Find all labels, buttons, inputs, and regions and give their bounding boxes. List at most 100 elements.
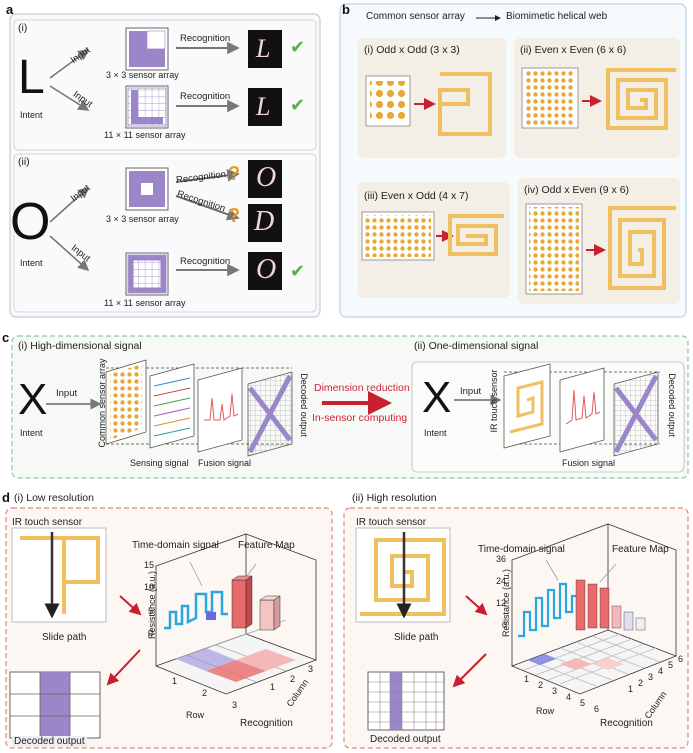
col-tick: 2 bbox=[290, 674, 296, 684]
question-icon: ? bbox=[228, 163, 241, 185]
callout-line bbox=[189, 561, 203, 587]
case-iv-label: (iv) Odd x Even (9 x 6) bbox=[524, 184, 630, 196]
decoded-x bbox=[613, 374, 659, 454]
panel-d-letter: d bbox=[2, 490, 10, 505]
header-right: Biomimetic helical web bbox=[506, 11, 608, 22]
intent-label: Intent bbox=[20, 258, 43, 268]
slide-path-label: Slide path bbox=[42, 632, 87, 643]
row-tick: 2 bbox=[202, 688, 208, 698]
red-arrow bbox=[465, 595, 488, 616]
callout-line bbox=[599, 563, 617, 583]
fusion-signal-label: Fusion signal bbox=[562, 458, 616, 468]
y-tick: 10 bbox=[144, 582, 155, 592]
red-arrow bbox=[119, 595, 142, 616]
panel-a-i-box bbox=[13, 19, 317, 151]
heat-cell bbox=[560, 658, 592, 670]
y-tick: 15 bbox=[144, 560, 155, 570]
sensor-array-3x3 bbox=[125, 27, 169, 71]
y-tick: 5 bbox=[148, 606, 154, 616]
case-ii-label: (ii) Even x Even (6 x 6) bbox=[520, 44, 627, 56]
sensor-array-3x3 bbox=[125, 167, 169, 211]
question-icon: ? bbox=[228, 205, 241, 227]
array-3x3-label: 3 × 3 sensor array bbox=[106, 70, 179, 80]
time-domain-label: Time-domain signal bbox=[478, 544, 565, 555]
row-tick: 6 bbox=[594, 704, 600, 714]
decoded-output-label: Decoded output bbox=[370, 734, 441, 745]
red-arrow bbox=[106, 649, 141, 686]
output-letter-L: L bbox=[256, 34, 271, 63]
output-tile bbox=[248, 252, 282, 290]
helical-web bbox=[608, 206, 676, 290]
row-axis-label: Row bbox=[186, 710, 205, 720]
fusion-signal-layer bbox=[197, 367, 243, 453]
time-domain-signal bbox=[164, 590, 228, 630]
recognition-label: Recognition bbox=[600, 718, 653, 729]
callout-line bbox=[243, 563, 257, 581]
input-arrow bbox=[49, 235, 90, 272]
recognition-arrow bbox=[175, 195, 240, 221]
row-tick: 1 bbox=[172, 676, 178, 686]
panel-d-sub-ii: (ii) High resolution bbox=[352, 492, 437, 504]
output-letter-D: D bbox=[254, 206, 275, 237]
intent-letter-X: X bbox=[18, 375, 48, 424]
heat-cell bbox=[528, 654, 556, 665]
in-sensor-computing-label: In-sensor computing bbox=[312, 412, 408, 424]
heat-cell bbox=[176, 648, 236, 671]
row-tick: 5 bbox=[580, 698, 586, 708]
feature-bar bbox=[259, 595, 281, 631]
row-tick: 4 bbox=[566, 692, 572, 702]
panel-b-letter: b bbox=[342, 2, 350, 17]
panel-c-sub-i: (i) High-dimensional signal bbox=[18, 340, 142, 352]
panel-a-letter: a bbox=[6, 2, 14, 17]
panel-a-ii-box bbox=[13, 153, 317, 313]
fusion-signal-layer bbox=[559, 367, 605, 453]
heat-cell bbox=[236, 649, 296, 671]
sub-i-label: (i) bbox=[18, 22, 28, 34]
callout-line bbox=[545, 559, 559, 581]
array-11x11-label: 11 × 11 sensor array bbox=[104, 298, 186, 308]
input-arrow bbox=[49, 49, 90, 79]
decoded-output-label: Decoded output bbox=[667, 373, 677, 437]
recognition-arrow bbox=[175, 169, 240, 183]
feature-map-label: Feature Map bbox=[612, 544, 669, 555]
output-letter-L: L bbox=[256, 92, 271, 121]
intent-label: Intent bbox=[20, 428, 43, 438]
ir-sensor-layer bbox=[503, 363, 551, 449]
input-arrow bbox=[49, 85, 90, 111]
col-tick: 5 bbox=[668, 660, 674, 670]
output-tile bbox=[248, 204, 282, 242]
sub-ii-label: (ii) bbox=[18, 156, 30, 168]
row-tick: 1 bbox=[524, 674, 530, 684]
ir-touch-sensor-label: IR touch sensor bbox=[356, 517, 427, 528]
intent-letter-X: X bbox=[422, 373, 452, 422]
input-arrow bbox=[49, 186, 90, 223]
col-tick: 3 bbox=[648, 672, 654, 682]
sensing-signal-label: Sensing signal bbox=[130, 458, 189, 468]
col-tick: 4 bbox=[658, 666, 664, 676]
helical-web bbox=[509, 380, 544, 434]
helical-web bbox=[438, 72, 492, 136]
check-icon: ✔ bbox=[290, 37, 306, 57]
time-domain-signal bbox=[518, 582, 582, 638]
sensing-traces bbox=[153, 377, 191, 437]
col-tick: 1 bbox=[628, 684, 634, 694]
helical-web bbox=[20, 536, 100, 614]
ir-touch-sensor-label: IR touch sensor bbox=[489, 369, 499, 433]
intent-letter-L: L bbox=[18, 51, 45, 104]
output-letter-O: O bbox=[256, 162, 277, 193]
panel-c-sub-ii: (ii) One-dimensional signal bbox=[414, 340, 539, 352]
recognition-label: Recognition bbox=[180, 256, 231, 267]
fusion-signal-label: Fusion signal bbox=[198, 458, 252, 468]
helical-web bbox=[360, 538, 446, 616]
case-iii-label: (iii) Even x Odd (4 x 7) bbox=[364, 190, 469, 202]
red-arrow bbox=[452, 653, 487, 688]
decoded-output-label: Decoded output bbox=[299, 373, 309, 437]
dimension-reduction-label: Dimension reduction bbox=[314, 382, 410, 394]
row-axis-label: Row bbox=[536, 706, 555, 716]
heat-cell bbox=[592, 658, 624, 670]
row-tick: 2 bbox=[538, 680, 544, 690]
col-tick: 3 bbox=[308, 664, 314, 674]
check-icon: ✔ bbox=[290, 95, 306, 115]
feature-map-label: Feature Map bbox=[238, 540, 295, 551]
